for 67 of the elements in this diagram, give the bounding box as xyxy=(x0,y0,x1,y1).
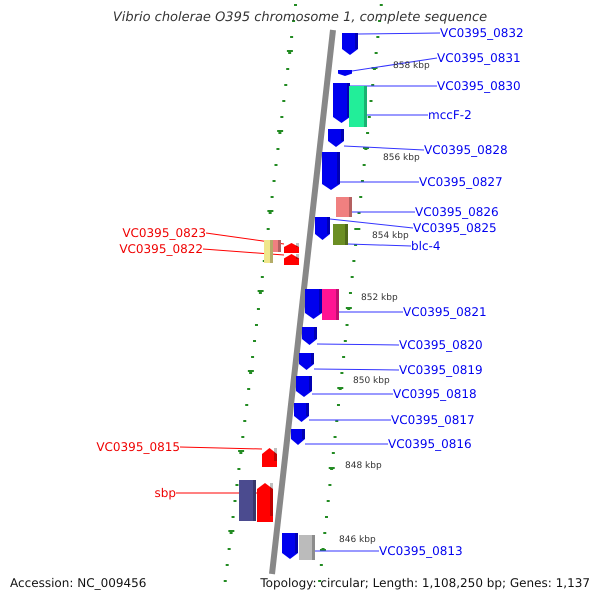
scale-label: 858 kbp xyxy=(393,61,430,72)
gene-label: VC0395_0828 xyxy=(424,143,508,157)
scale-label: 848 kbp xyxy=(345,461,382,472)
gene-block xyxy=(302,327,317,345)
gene-block xyxy=(273,240,281,252)
gene-block xyxy=(338,70,352,76)
gene-block xyxy=(296,376,312,397)
gene-label: VC0395_0830 xyxy=(437,79,521,93)
scale-label: 856 kbp xyxy=(383,153,420,164)
gene-block xyxy=(315,217,330,240)
gene-label: VC0395_0827 xyxy=(419,175,503,189)
gene-label: VC0395_0825 xyxy=(413,221,497,235)
gene-block xyxy=(239,480,256,521)
gene-block xyxy=(342,33,358,55)
leader-line xyxy=(348,244,412,246)
gene-label: VC0395_0821 xyxy=(403,305,487,319)
footer-text: Topology: circular; Length: 1,108,250 bp; Genes: 1,137 xyxy=(260,576,590,590)
gene-label: VC0395_0819 xyxy=(399,363,483,377)
leader-line xyxy=(344,146,424,150)
map-title: Vibrio cholerae O395 chromosome 1, complete sequence xyxy=(112,10,488,26)
gene-block xyxy=(262,448,277,467)
gene-block xyxy=(322,289,339,320)
leader-line xyxy=(314,368,400,370)
gene-label: VC0395_0823 xyxy=(122,226,206,240)
gene-label: mccF-2 xyxy=(428,108,472,122)
gene-block xyxy=(257,483,273,522)
gene-block xyxy=(322,152,340,190)
gene-block xyxy=(349,86,367,127)
gene-block xyxy=(299,535,315,560)
gene-label: VC0395_0816 xyxy=(388,437,472,451)
gene-label: blc-4 xyxy=(411,239,441,253)
gene-block xyxy=(264,240,273,263)
leader-line xyxy=(202,248,284,256)
leader-line xyxy=(366,114,428,116)
gene-label: VC0395_0813 xyxy=(379,544,463,558)
leader-line xyxy=(314,550,380,552)
scale-label: 846 kbp xyxy=(339,535,376,546)
gene-block xyxy=(284,254,299,265)
gene-block xyxy=(305,289,322,319)
leader-line xyxy=(180,446,262,450)
leader-line xyxy=(330,218,414,228)
leader-line xyxy=(316,344,400,346)
gene-label: VC0395_0817 xyxy=(391,413,475,427)
gene-block xyxy=(333,83,350,123)
gene-label: sbp xyxy=(154,486,176,500)
gene-label: VC0395_0820 xyxy=(399,338,483,352)
gene-label: VC0395_0822 xyxy=(119,242,203,256)
gene-block xyxy=(299,353,314,370)
scale-label: 854 kbp xyxy=(372,231,409,242)
gene-block xyxy=(333,224,348,245)
gene-label: VC0395_0826 xyxy=(415,205,499,219)
gene-label: VC0395_0818 xyxy=(393,387,477,401)
gene-block xyxy=(328,129,344,147)
leader-line xyxy=(206,232,284,244)
gene-block xyxy=(291,429,305,445)
gene-label: VC0395_0832 xyxy=(440,26,524,40)
scale-label: 850 kbp xyxy=(353,376,390,387)
gene-label: VC0395_0831 xyxy=(437,51,521,65)
gene-label: VC0395_0815 xyxy=(96,440,180,454)
gene-block xyxy=(282,533,298,559)
gene-block xyxy=(336,197,352,217)
scale-label: 852 kbp xyxy=(361,293,398,304)
footer-text: Accession: NC_009456 xyxy=(10,576,146,590)
gene-block xyxy=(294,403,309,422)
leader-line xyxy=(358,32,440,34)
gene-block xyxy=(284,243,299,253)
leader-line xyxy=(352,58,438,72)
